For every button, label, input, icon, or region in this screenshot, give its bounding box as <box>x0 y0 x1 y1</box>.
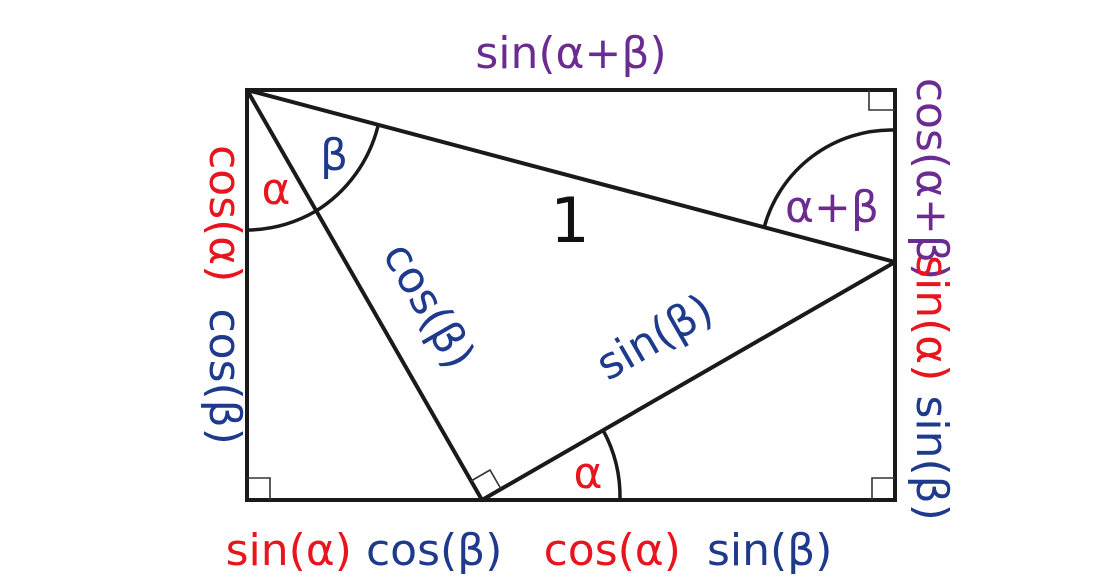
label-bottom-sin-alpha-cos-beta: sin(α) cos(β) <box>226 525 503 576</box>
label-right-sin-beta: sin(β) <box>906 395 957 520</box>
label-top-sin-alpha-plus-beta: sin(α+β) <box>475 28 666 79</box>
label-bottom-sin-alpha: sin(α) <box>226 525 352 576</box>
label-right-sin-alpha-sin-beta: sin(α) sin(β) <box>906 255 957 521</box>
label-bottom-cos-beta: cos(β) <box>366 525 502 576</box>
right-angle-bottom-left <box>247 477 271 500</box>
outer-rectangle <box>245 88 897 502</box>
label-bottom-sin-beta: sin(β) <box>707 525 832 576</box>
label-right-cos-alpha-plus-beta: cos(α+β) <box>906 78 957 280</box>
right-angle-inner <box>470 468 502 490</box>
alpha-top-arc <box>246 209 317 232</box>
svg-text:cos(α) cos(β): cos(α) cos(β) <box>199 145 250 445</box>
label-right-sin-alpha: sin(α) <box>906 255 957 381</box>
beta-top-arc <box>315 125 380 213</box>
hypotenuse-line <box>245 88 897 264</box>
label-side-cos-beta: cos(β) <box>372 234 484 378</box>
sin-beta-line <box>480 260 897 502</box>
label-angle-alpha-plus-beta: α+β <box>785 182 879 233</box>
alpha-bottom-arc <box>601 429 622 501</box>
label-left-cos-alpha-cos-beta: cos(α) cos(β) <box>199 145 250 445</box>
label-hypotenuse-one: 1 <box>550 184 589 257</box>
label-angle-alpha-bottom: α <box>573 448 602 499</box>
label-angle-alpha-top: α <box>261 164 290 215</box>
label-left-cos-beta: cos(β) <box>199 308 250 444</box>
alpha-plus-beta-arc <box>762 128 896 229</box>
right-angle-bottom-right <box>871 477 895 500</box>
label-left-cos-alpha: cos(α) <box>199 145 250 282</box>
label-bottom-cos-alpha: cos(α) <box>544 525 681 576</box>
label-bottom-cos-alpha-sin-beta: cos(α) sin(β) <box>544 525 833 576</box>
cos-beta-line <box>245 88 484 502</box>
right-angle-top-right <box>868 90 895 111</box>
svg-text:sin(α) sin(β): sin(α) sin(β) <box>906 255 957 521</box>
label-angle-beta-top: β <box>320 130 348 181</box>
